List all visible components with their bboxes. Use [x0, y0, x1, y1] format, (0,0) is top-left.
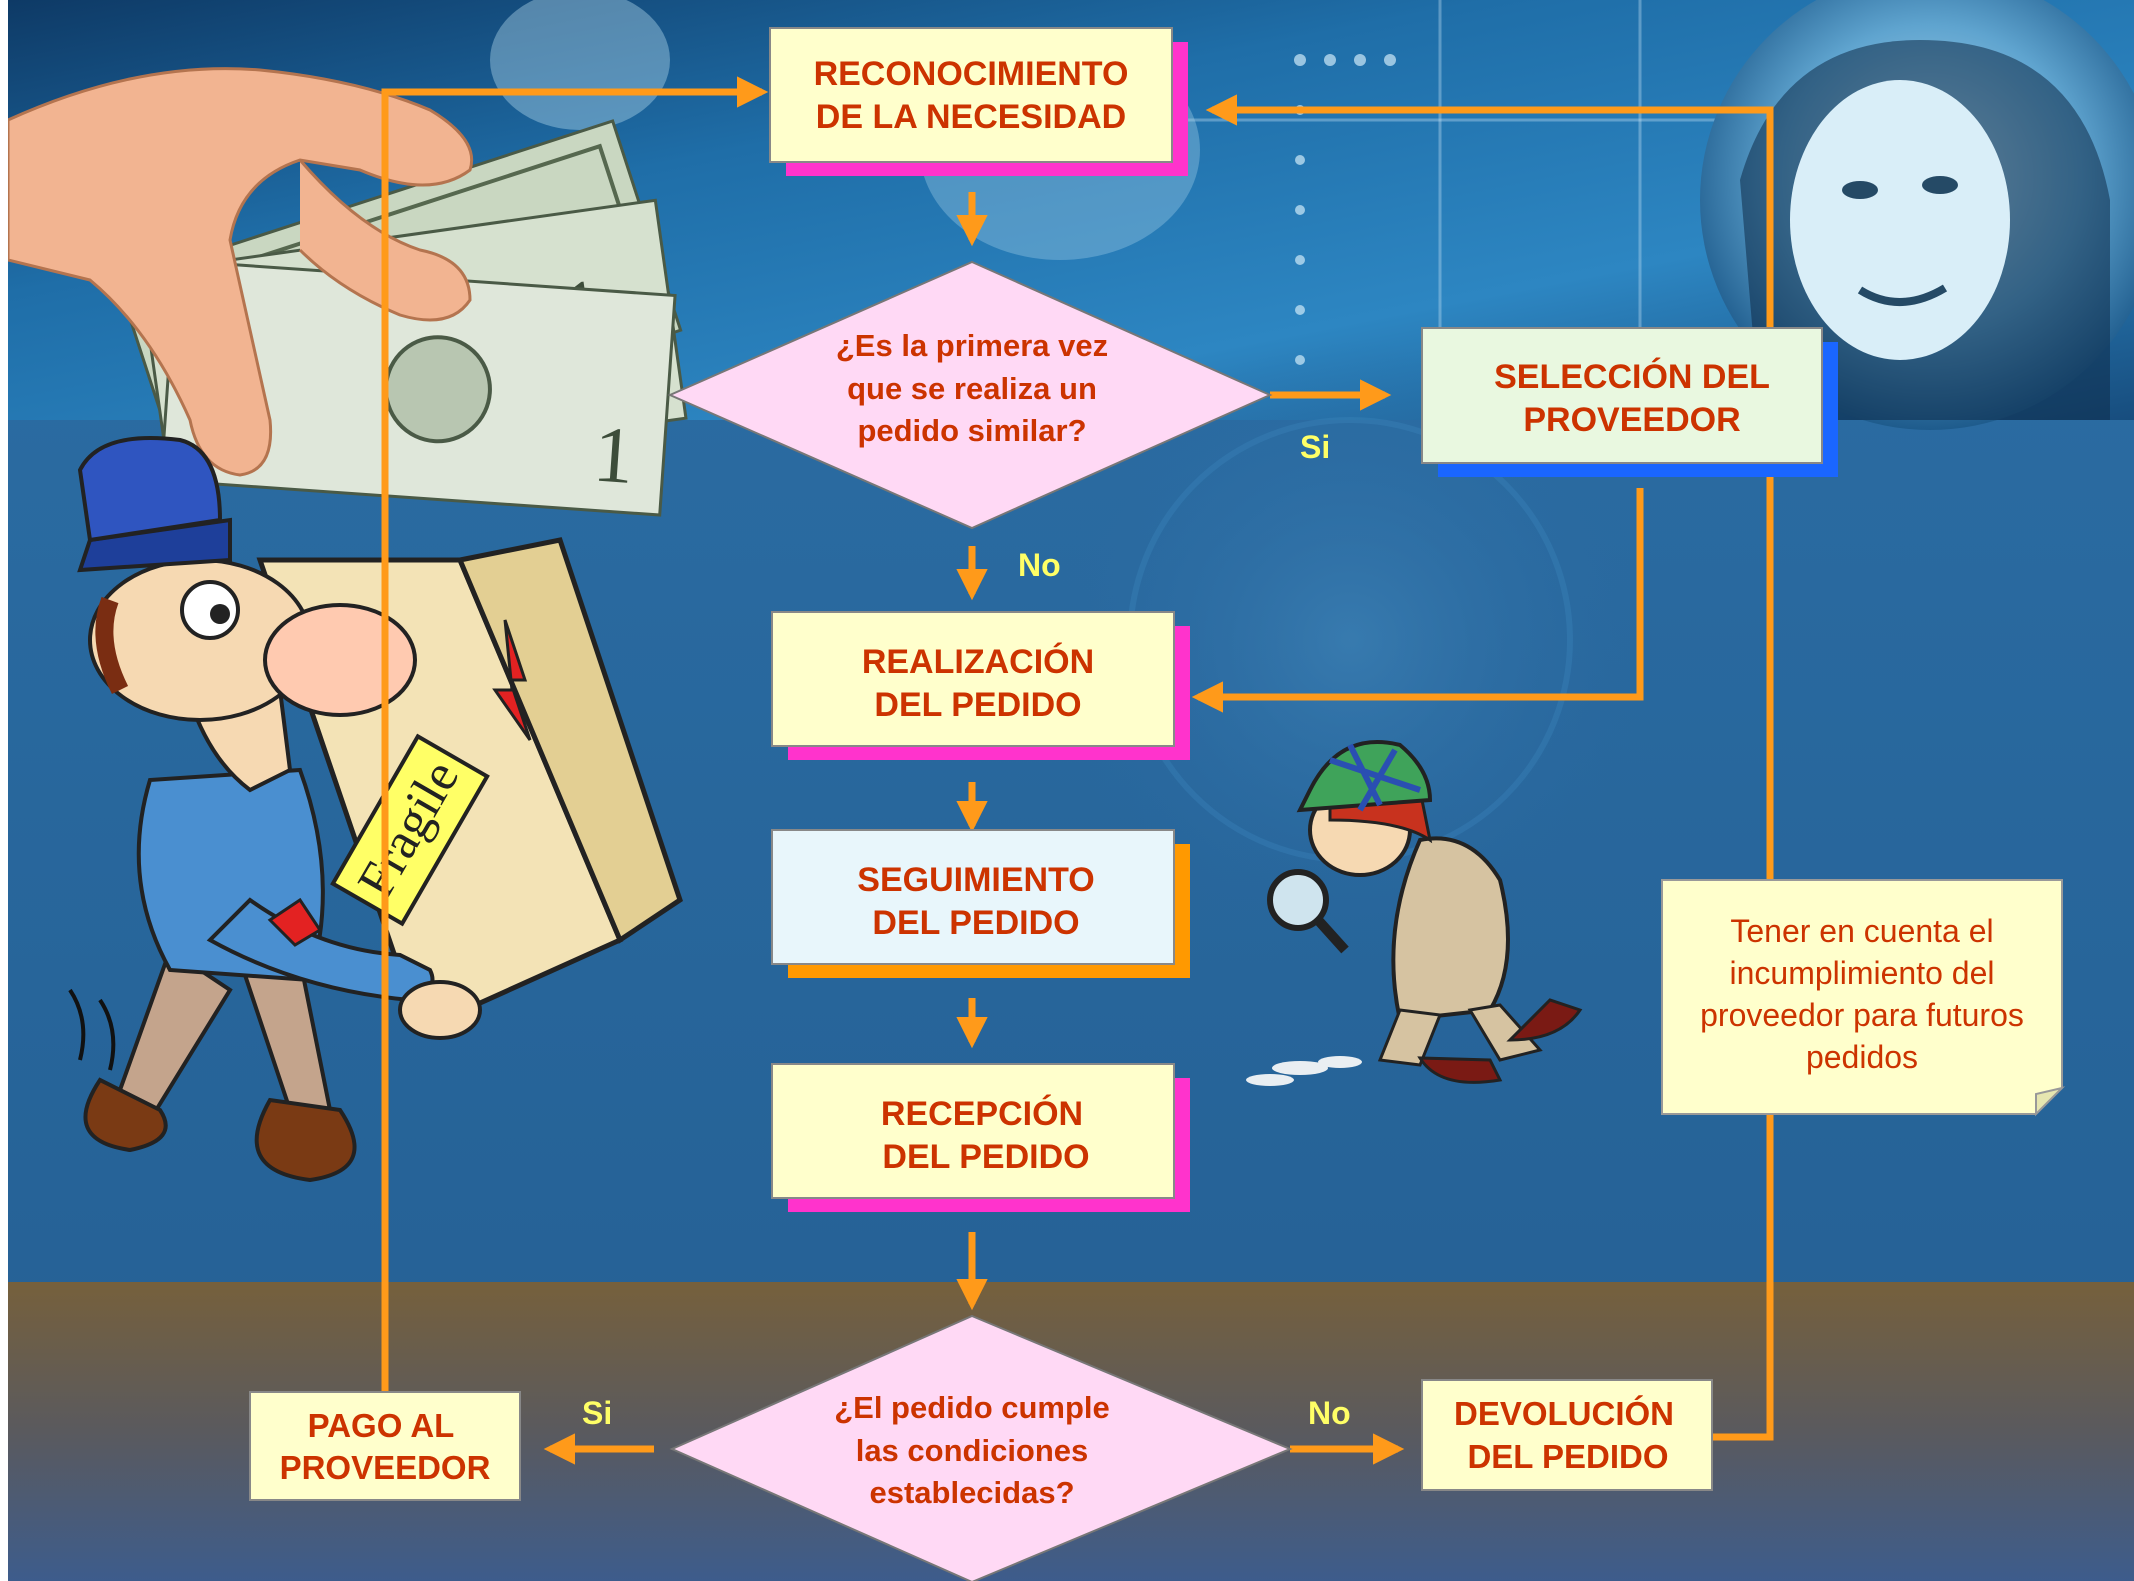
- node-reconocimiento-line2: DE LA NECESIDAD: [816, 98, 1126, 136]
- node-realizacion: REALIZACIÓN DEL PEDIDO: [771, 611, 1190, 760]
- arrow-devolucion-to-reconocimiento: [1205, 94, 1774, 1441]
- node-reconocimiento-line1: RECONOCIMIENTO: [814, 55, 1129, 93]
- node-realizacion-line2: DEL PEDIDO: [874, 686, 1081, 724]
- node-cumple-line2: las condiciones: [856, 1433, 1089, 1468]
- node-primera-vez-line1: ¿Es la primera vez: [836, 328, 1108, 363]
- node-seleccion-line2: PROVEEDOR: [1523, 401, 1740, 439]
- note-incumplimiento: Tener en cuenta el incumplimiento del pr…: [1661, 879, 2066, 1117]
- arrow-seleccion-to-realizacion: [1191, 488, 1644, 713]
- node-recepcion-line1: RECEPCIÓN: [881, 1095, 1083, 1133]
- background-coin-watermark: [1050, 340, 1650, 940]
- node-box: [771, 611, 1175, 747]
- node-pago-line1: PAGO AL: [308, 1407, 455, 1444]
- node-primera-vez-line2: que se realiza un: [847, 371, 1097, 406]
- node-cumple-line3: establecidas?: [869, 1475, 1074, 1510]
- node-seleccion-line1: SELECCIÓN DEL: [1494, 358, 1770, 396]
- node-box: [771, 829, 1175, 965]
- slide-left-margin: [0, 0, 8, 1581]
- label-si-decision2: Si: [582, 1395, 612, 1431]
- label-no-decision2: No: [1308, 1395, 1351, 1431]
- node-seguimiento-line1: SEGUIMIENTO: [857, 861, 1094, 899]
- node-recepcion: RECEPCIÓN DEL PEDIDO: [771, 1063, 1190, 1212]
- node-recepcion-line2: DEL PEDIDO: [882, 1138, 1089, 1176]
- node-pago: PAGO AL PROVEEDOR: [249, 1391, 521, 1501]
- node-seleccion: SELECCIÓN DEL PROVEEDOR: [1421, 327, 1838, 477]
- background-dot-grid: [1294, 54, 1396, 365]
- node-decision-primera-vez: ¿Es la primera vez que se realiza un ped…: [667, 260, 1273, 530]
- node-primera-vez-line3: pedido similar?: [857, 413, 1086, 448]
- money-in-hand-illustration: 1 1: [6, 67, 688, 517]
- decision-diamond: [667, 260, 1273, 530]
- node-devolucion-line2: DEL PEDIDO: [1467, 1438, 1668, 1475]
- node-devolucion: DEVOLUCIÓN DEL PEDIDO: [1421, 1379, 1713, 1491]
- node-decision-cumple: ¿El pedido cumple las condiciones establ…: [669, 1314, 1293, 1581]
- note-line1: Tener en cuenta el: [1730, 913, 1993, 949]
- delivery-man-illustration: Fragile: [68, 436, 683, 1183]
- node-cumple-line1: ¿El pedido cumple: [834, 1390, 1110, 1425]
- note-page-curl: [2035, 1086, 2066, 1117]
- label-no-decision1: No: [1018, 547, 1061, 583]
- fragile-label: [330, 733, 490, 927]
- node-seguimiento-line2: DEL PEDIDO: [872, 904, 1079, 942]
- woman-photo-illustration: [1700, 0, 2134, 430]
- node-seguimiento: SEGUIMIENTO DEL PEDIDO: [771, 829, 1190, 978]
- decision-diamond: [669, 1314, 1293, 1581]
- node-pago-line2: PROVEEDOR: [280, 1449, 491, 1486]
- label-si-decision1: Si: [1300, 429, 1330, 465]
- node-realizacion-line1: REALIZACIÓN: [862, 643, 1094, 681]
- node-box: [771, 1063, 1175, 1199]
- flowchart-connectors: [381, 76, 1774, 1465]
- node-box: [1421, 1379, 1713, 1491]
- node-box: [769, 27, 1173, 163]
- node-box: [249, 1391, 521, 1501]
- detective-illustration: [1246, 740, 1583, 1086]
- note-line3: proveedor para futuros: [1700, 997, 2024, 1033]
- node-box: [1421, 327, 1823, 464]
- arrow-pago-to-reconocimiento: [381, 76, 769, 1392]
- note-line4: pedidos: [1806, 1039, 1918, 1075]
- svg-text:1: 1: [591, 410, 637, 501]
- node-devolucion-line1: DEVOLUCIÓN: [1454, 1395, 1674, 1432]
- note-line2: incumplimiento del: [1729, 955, 1994, 991]
- node-reconocimiento: RECONOCIMIENTO DE LA NECESIDAD: [769, 27, 1188, 176]
